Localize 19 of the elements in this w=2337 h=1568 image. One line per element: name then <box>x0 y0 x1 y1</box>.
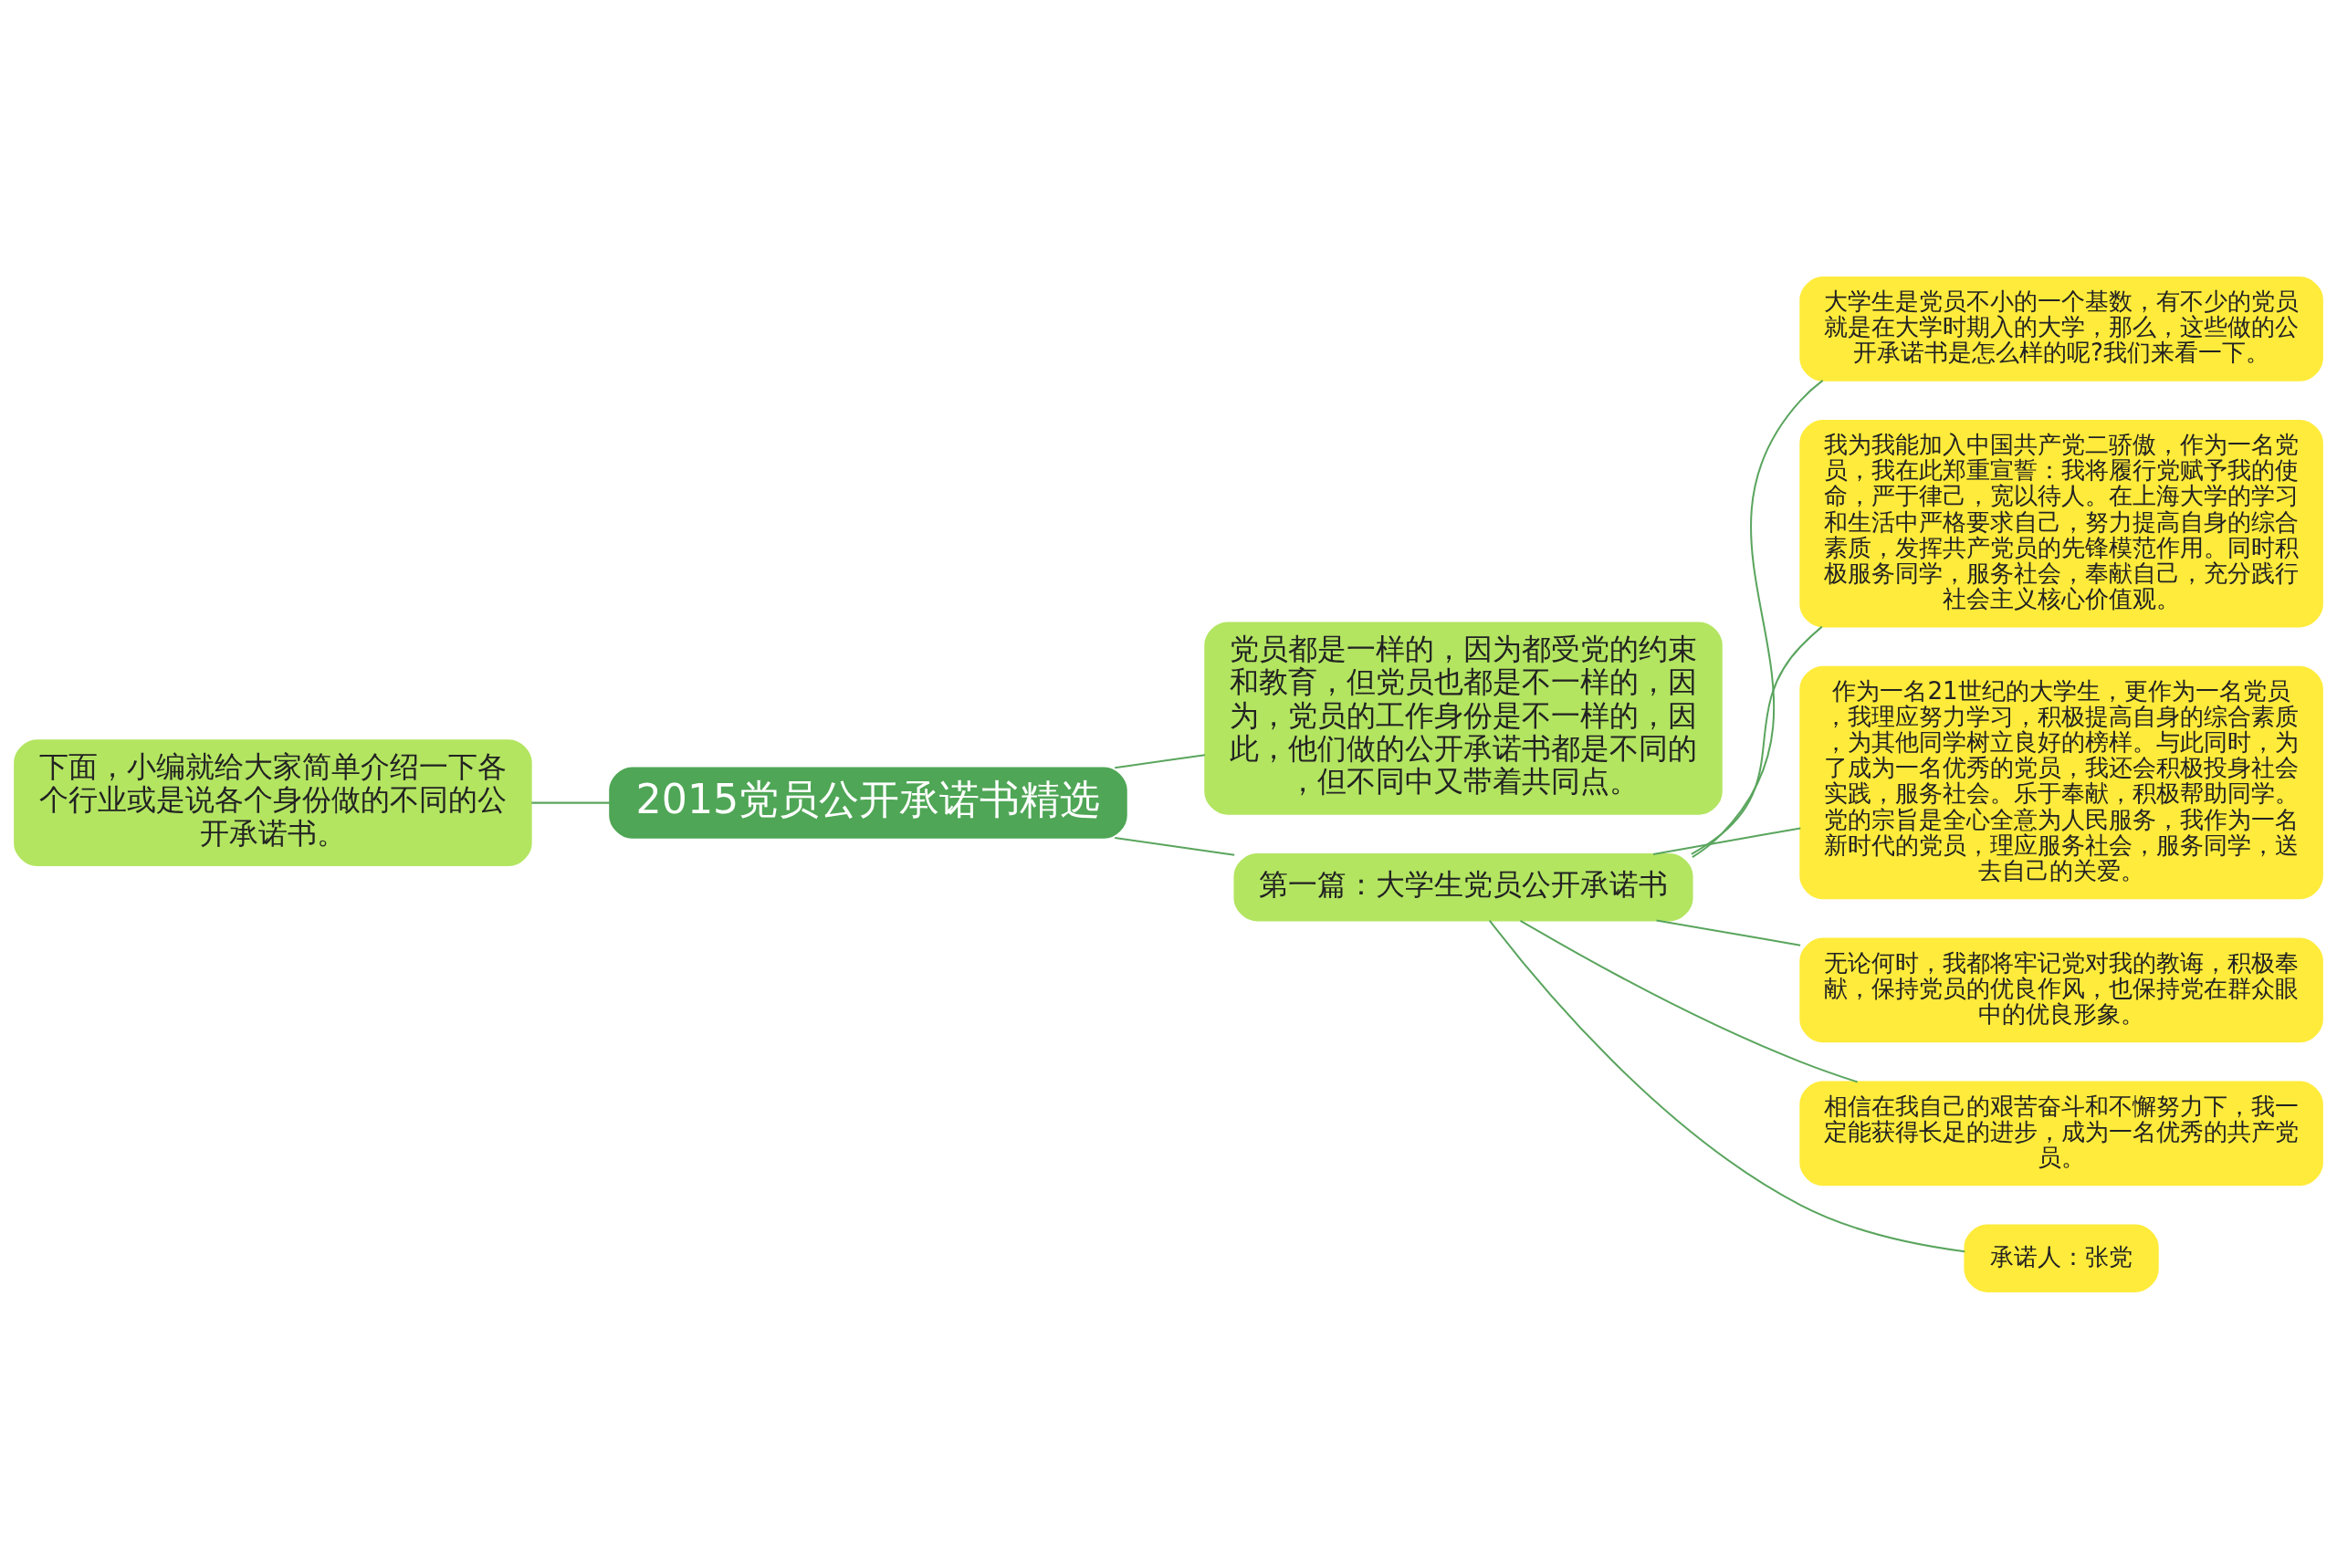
connector <box>1652 827 1801 855</box>
connector <box>1488 919 1965 1252</box>
connector <box>1691 625 1823 855</box>
node-box: 无论何时，我都将牢记党对我的教诲，积极奉献，保持党员的优良作风，也保持党在群众眼中的优良形象。 <box>1799 937 2323 1042</box>
connector <box>1115 836 1235 856</box>
connector <box>531 801 610 804</box>
node-box: 相信在我自己的艰苦奋斗和不懈努力下，我一定能获得长足的进步，成为一名优秀的共产党员。 <box>1799 1081 2323 1186</box>
node-box: 2015党员公开承诺书精选 <box>609 766 1127 839</box>
node-box: 第一篇：大学生党员公开承诺书 <box>1233 852 1693 921</box>
node-box: 我为我能加入中国共产党二骄傲，作为一名党员，我在此郑重宣誓：我将履行党赋予我的使命，严于律己，宽以待人。在上海大学的学习和生活中严格要求自己，努力提高自身的综合素质，发挥共产党员的先锋模范作用。同时积极服务同学，服务社会，奉献自己，充分践行社会主义核心价值观。 <box>1799 419 2323 627</box>
node-box: 大学生是党员不小的一个基数，有不少的党员就是在大学时期入的大学，那么，这些做的公开承诺书是怎么样的呢?我们来看一下。 <box>1799 276 2323 382</box>
connector <box>1520 919 1858 1082</box>
node-box: 党员都是一样的，因为都受党的约束和教育，但党员也都是不一样的，因为，党员的工作身份是不一样的，因此，他们做的公开承诺书都是不同的，但不同中又带着共同点。 <box>1204 621 1723 815</box>
connector <box>1656 919 1801 946</box>
connector <box>1115 753 1205 768</box>
connector <box>1692 379 1824 858</box>
node-box: 作为一名21世纪的大学生，更作为一名党员，我理应努力学习，积极提高自身的综合素质，为其他同学树立良好的榜样。与此同时，为了成为一名优秀的党员，我还会积极投身社会实践，服务社会。乐于奉献，积极帮助同学。党的宗旨是全心全意为人民服务，我作为一名新时代的党员，理应服务社会，服务同学，送去自己的关爱。 <box>1799 665 2323 899</box>
node-box: 承诺人：张党 <box>1964 1224 2159 1292</box>
node-box: 下面，小编就给大家简单介绍一下各个行业或是说各个身份做的不同的公开承诺书。 <box>14 738 532 866</box>
